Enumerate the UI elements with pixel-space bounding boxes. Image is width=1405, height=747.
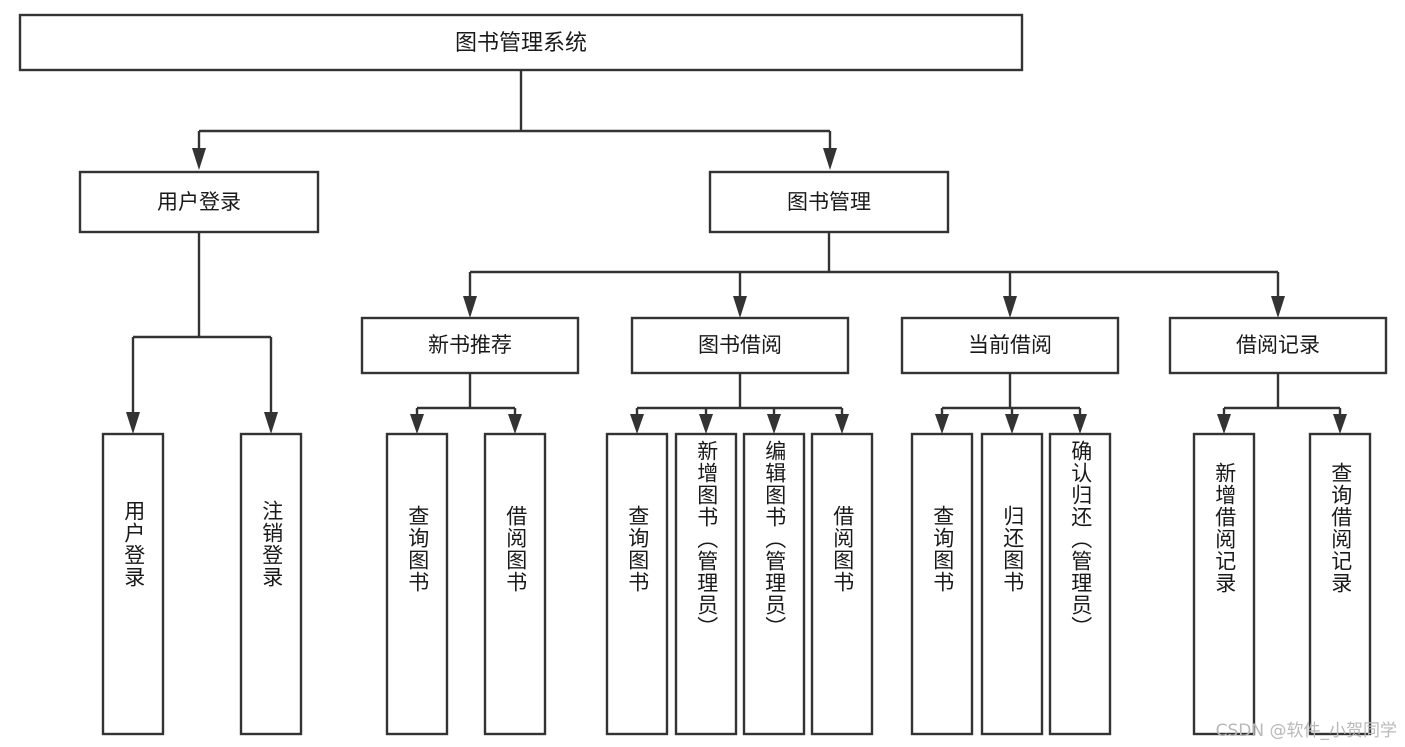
- arrow-head-icon: [835, 414, 849, 434]
- connector-borrowrecord-to-leaves: [1217, 373, 1347, 434]
- watermark-text: CSDN @软件_小贺同学: [1215, 721, 1397, 741]
- leaf-box-edit-book-admin[interactable]: [742, 432, 806, 736]
- leaf-box-query-borrow-record[interactable]: [1308, 432, 1372, 736]
- connector-userlogin-to-leaves: [126, 232, 278, 434]
- arrow-head-icon: [1333, 414, 1347, 434]
- arrow-head-icon: [1003, 296, 1017, 318]
- connector-currentborrow-to-leaves: [935, 373, 1087, 434]
- connector-newbook-to-leaves: [410, 373, 522, 434]
- arrow-head-icon: [1271, 296, 1285, 318]
- node-current-borrow-label: 当前借阅: [968, 333, 1052, 357]
- node-book-management[interactable]: 图书管理: [708, 170, 950, 234]
- leaf-box-logout[interactable]: [239, 432, 303, 736]
- node-book-borrow[interactable]: 图书借阅: [630, 316, 850, 375]
- arrow-head-icon: [1005, 414, 1019, 434]
- node-user-login-box[interactable]: [78, 170, 320, 234]
- connector-root-to-tier2: [192, 70, 837, 170]
- arrow-head-icon: [823, 148, 837, 170]
- leaf-box-borrow-book-2[interactable]: [810, 432, 874, 736]
- node-user-login-label: 用户登录: [157, 190, 241, 214]
- arrow-head-icon: [410, 414, 424, 434]
- leaf-box-add-book-admin[interactable]: [674, 432, 738, 736]
- leaf-box-borrow-book-1[interactable]: [483, 432, 547, 736]
- arrow-head-icon: [192, 148, 206, 170]
- leaf-box-confirm-return-admin[interactable]: [1048, 432, 1112, 736]
- arrow-head-icon: [264, 412, 278, 434]
- leaf-box-add-borrow-record[interactable]: [1192, 432, 1256, 736]
- node-book-management-label: 图书管理: [787, 190, 871, 214]
- leaf-box-user-login[interactable]: [101, 432, 165, 736]
- arrow-head-icon: [463, 296, 477, 318]
- arrow-head-icon: [699, 414, 713, 434]
- node-root[interactable]: 图书管理系统: [18, 13, 1024, 72]
- connector-bookborrow-to-leaves: [630, 373, 849, 434]
- arrow-head-icon: [935, 414, 949, 434]
- arrow-head-icon: [767, 414, 781, 434]
- arrow-head-icon: [630, 414, 644, 434]
- node-borrow-record-label: 借阅记录: [1236, 333, 1320, 357]
- node-new-book-recommend-box[interactable]: [360, 316, 580, 375]
- node-root-label: 图书管理系统: [455, 31, 587, 56]
- node-borrow-record[interactable]: 借阅记录: [1168, 316, 1388, 375]
- arrow-head-icon: [508, 414, 522, 434]
- arrow-head-icon: [1217, 414, 1231, 434]
- node-new-book-recommend[interactable]: 新书推荐: [360, 316, 580, 375]
- leaf-box-query-book-3[interactable]: [910, 432, 974, 736]
- node-new-book-recommend-label: 新书推荐: [428, 333, 512, 357]
- node-current-borrow-box[interactable]: [900, 316, 1120, 375]
- leaf-box-query-book-1[interactable]: [385, 432, 449, 736]
- node-user-login[interactable]: 用户登录: [78, 170, 320, 234]
- leaf-box-query-book-2[interactable]: [605, 432, 669, 736]
- node-book-borrow-label: 图书借阅: [698, 333, 782, 357]
- arrow-head-icon: [126, 412, 140, 434]
- arrow-head-icon: [733, 296, 747, 318]
- arrow-head-icon: [1073, 414, 1087, 434]
- leaf-box-return-book[interactable]: [980, 432, 1044, 736]
- node-root-box[interactable]: [18, 13, 1024, 72]
- node-current-borrow[interactable]: 当前借阅: [900, 316, 1120, 375]
- connector-bookmgmt-to-tier3: [463, 232, 1285, 318]
